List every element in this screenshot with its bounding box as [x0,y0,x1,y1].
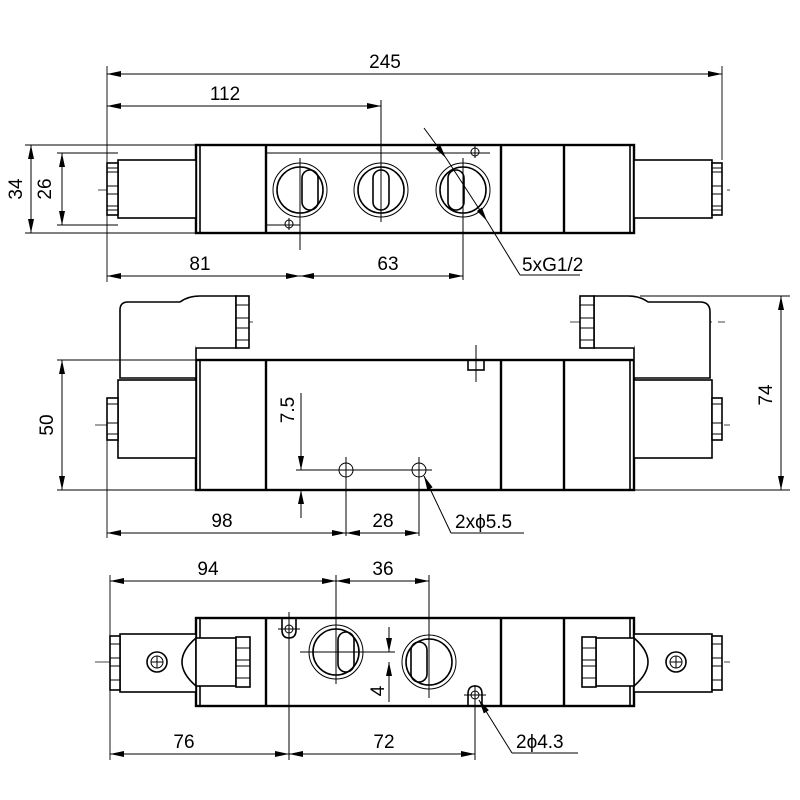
dim-height-inner: 26 [35,178,56,199]
dim-port-start: 81 [189,254,210,275]
dim-hole-start: 98 [211,511,232,532]
right-connector-bottom [581,633,723,693]
dim-height-outer: 34 [6,178,27,200]
dim-mount-start: 76 [173,732,194,753]
front-view: 50 74 7.5 98 28 2xϕ5.5 [37,295,790,538]
top-view: 245 112 34 26 81 63 5xG1/2 [6,52,730,282]
dim-total-height: 74 [756,384,777,406]
port-a-icon [300,575,395,684]
left-connector-bottom [109,633,251,693]
left-solenoid-connector [106,159,197,219]
right-solenoid-connector [633,159,723,219]
dim-port-vertical-offset: 4 [368,685,389,696]
dim-mount-pitch: 72 [373,732,394,753]
port-b-icon [401,575,457,698]
dim-port-offset-bottom: 94 [197,559,219,580]
screw-icon [146,651,168,673]
screw-icon [665,651,687,673]
dim-body-height: 50 [37,414,58,435]
right-coil [579,295,723,459]
dim-port-offset: 112 [210,84,240,105]
dim-overall-length: 245 [369,52,401,73]
mount-ear-icon [278,612,300,760]
left-coil [106,295,250,459]
valve-body [194,616,636,708]
port-2-icon [353,100,409,222]
port-3-icon [435,158,491,280]
dim-hole-pitch: 28 [372,511,393,532]
mount-callout: 2ϕ4.3 [516,732,564,753]
mount-ear-icon [464,685,486,760]
dim-port-pitch: 63 [377,254,398,275]
valve-body [194,143,636,235]
hole-callout: 2xϕ5.5 [455,512,512,533]
dim-port-pitch-bottom: 36 [372,559,393,580]
dim-hole-vertical-offset: 7.5 [278,397,299,423]
port-1-icon [272,158,328,250]
port-callout: 5xG1/2 [522,255,583,276]
bottom-view: 94 36 4 76 72 2ϕ4.3 [95,559,730,760]
